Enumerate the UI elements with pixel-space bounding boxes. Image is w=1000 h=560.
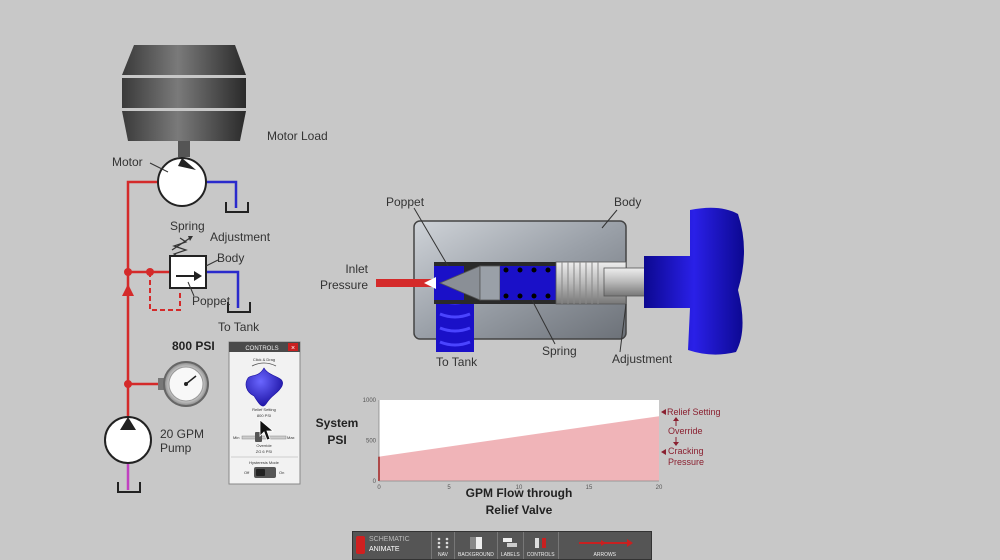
chart-ylabel-line1: System — [316, 416, 359, 430]
chart-x-tick-label: 15 — [586, 485, 593, 491]
override-label: Override — [256, 443, 272, 448]
chart-ylabel-line2: PSI — [327, 433, 346, 447]
chart-y-tick-label: 1000 — [363, 398, 377, 404]
pump-symbol — [104, 416, 152, 464]
mode-switch-icon — [356, 536, 365, 554]
chart-pressure-area — [379, 416, 659, 481]
toggle-off-label: Off — [244, 470, 250, 475]
cutaway-to-tank-label: To Tank — [436, 355, 478, 369]
animate-mode-label: ANIMATE — [369, 546, 400, 553]
controls-panel: CONTROLS × Click & Drag Relief Setting 8… — [228, 341, 301, 485]
cutaway-adjustment-label: Adjustment — [612, 352, 673, 366]
hysteresis-toggle[interactable] — [254, 467, 276, 478]
chart-xlabel-line2: Relief Valve — [486, 503, 553, 517]
adjustment-label: Adjustment — [210, 230, 271, 244]
close-icon: × — [291, 345, 295, 352]
arrows-label: ARROWS — [593, 552, 617, 558]
pressure-readout: 800 PSI — [172, 339, 215, 353]
labels-icon — [503, 538, 518, 547]
background-button[interactable]: BACKGROUND — [455, 532, 498, 559]
motor-load-label: Motor Load — [267, 129, 328, 143]
flow-arrow-icon — [122, 284, 134, 296]
chart-x-tick-label: 0 — [377, 485, 381, 491]
mouse-cursor-icon — [259, 419, 275, 441]
controls-icon — [534, 538, 546, 548]
motor-label: Motor — [112, 155, 143, 169]
relief-setting-annotation: Relief Setting — [667, 407, 721, 417]
chart-x-tick-label: 5 — [447, 485, 451, 491]
pressure-line — [126, 180, 170, 420]
relief-setting-value: 800 PSI — [257, 413, 271, 418]
pump-label: Pump — [160, 441, 192, 455]
relief-valve-symbol — [169, 236, 207, 289]
motor-symbol — [157, 157, 207, 207]
relief-setting-knob[interactable] — [245, 367, 283, 407]
close-button[interactable] — [288, 343, 298, 351]
chart-xlabel-line1: GPM Flow through — [466, 486, 573, 500]
to-tank-label: To Tank — [218, 320, 260, 334]
slider-max-label: Max — [287, 435, 295, 440]
controls-button[interactable]: CONTROLS — [524, 532, 559, 559]
valve-cutaway — [376, 207, 744, 355]
cracking-annotation-line1: Cracking — [668, 446, 704, 456]
controls-label: CONTROLS — [526, 552, 555, 558]
nav-button[interactable]: NAV — [432, 532, 455, 559]
poppet-label: Poppet — [192, 294, 231, 308]
chart-y-tick-label: 500 — [366, 439, 377, 445]
bottom-toolbar: SCHEMATIC ANIMATE NAV BACKGROUND LABELS … — [352, 531, 652, 560]
hysteresis-label: Hysteresis Mode — [249, 460, 280, 465]
knob-caption: Click & Drag — [253, 357, 275, 362]
cutaway-poppet-label: Poppet — [386, 195, 425, 209]
nav-label: NAV — [438, 552, 448, 558]
override-annotation: Override — [668, 426, 703, 436]
schematic-animate-switch[interactable]: SCHEMATIC ANIMATE — [353, 532, 432, 559]
cutaway-spring-label: Spring — [542, 344, 577, 358]
relief-setting-label: Relief Setting — [252, 407, 276, 412]
inlet-label: Inlet — [345, 262, 368, 276]
motor-load-icon — [122, 45, 246, 157]
labels-label: LABELS — [500, 552, 520, 558]
schematic-mode-label: SCHEMATIC — [369, 536, 410, 543]
cracking-annotation-line2: Pressure — [668, 457, 704, 467]
nav-icon — [437, 537, 449, 549]
chart-annotations: Relief Setting Override Cracking Pressur… — [661, 407, 721, 467]
cutaway-body-label: Body — [614, 195, 641, 209]
pressure-label: Pressure — [320, 278, 368, 292]
chart-y-tick-label: 0 — [373, 479, 377, 485]
toggle-on-label: On — [279, 470, 284, 475]
labels-button[interactable]: LABELS — [498, 532, 524, 559]
tank-symbol — [117, 202, 251, 493]
tank-line — [206, 180, 240, 308]
override-value: ZG 6 PSI — [256, 449, 272, 454]
background-label: BACKGROUND — [458, 552, 494, 558]
pressure-gauge-icon — [158, 361, 209, 407]
pressure-flow-chart: 0 5 10 15 20 1000 500 0 — [363, 398, 663, 491]
arrows-button[interactable]: ARROWS — [559, 532, 651, 559]
body-label: Body — [217, 251, 244, 265]
spring-label: Spring — [170, 219, 205, 233]
arrows-icon — [578, 539, 633, 547]
controls-title: CONTROLS — [245, 346, 278, 352]
slider-min-label: Min — [233, 435, 239, 440]
pump-flow-label: 20 GPM — [160, 427, 204, 441]
background-icon — [469, 537, 482, 549]
pilot-line — [149, 272, 181, 311]
chart-x-tick-label: 10 — [516, 485, 523, 491]
chart-x-tick-label: 20 — [656, 485, 663, 491]
